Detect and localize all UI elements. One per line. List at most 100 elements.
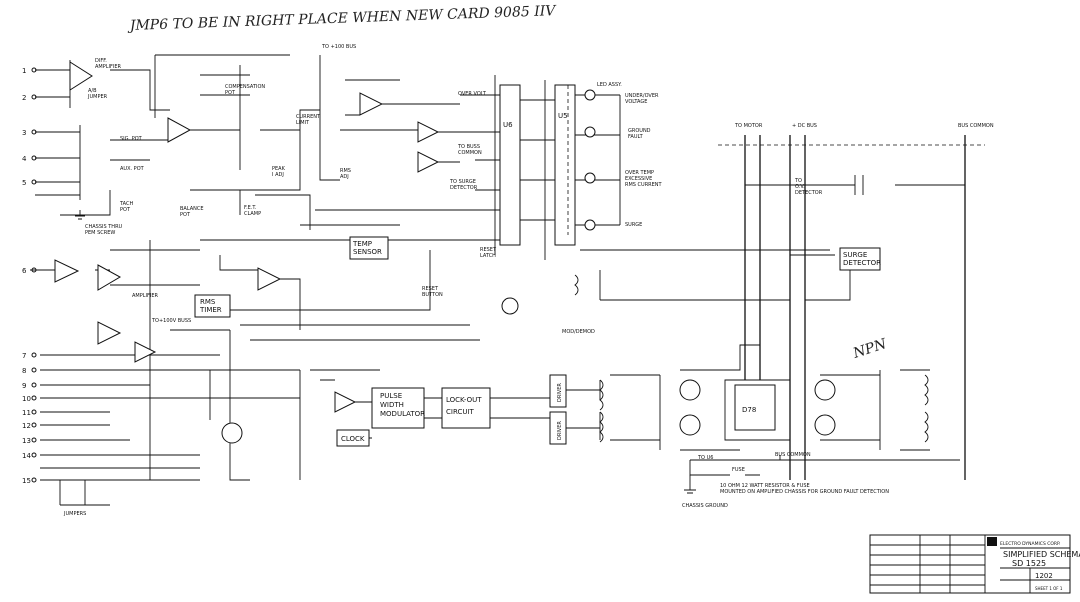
connector-terminal — [31, 422, 37, 428]
led-indicator — [584, 219, 596, 231]
label-to-u6: TO U6 — [697, 455, 713, 461]
label-dc-bus: + DC BUS — [792, 123, 817, 129]
connector-pin-2: 2 — [22, 94, 26, 102]
connector-terminal — [31, 477, 37, 483]
connector-terminal — [31, 437, 37, 443]
svg-text:D78: D78 — [742, 406, 756, 414]
connector-pin-6: 6 — [22, 267, 27, 275]
clock-label: CLOCK — [341, 435, 365, 443]
connector-pin-4: 4 — [22, 155, 27, 163]
connector-pin-15: 15 — [22, 477, 31, 485]
connector-terminal — [31, 367, 37, 373]
drive-wiring — [369, 344, 960, 494]
label-chassis-ground: CHASSIS GROUND — [682, 503, 728, 509]
surge-detector-block — [839, 247, 881, 271]
connector-terminal — [31, 452, 37, 458]
label-bus-common-bottom: BUS COMMON — [775, 452, 811, 458]
label-to-motor: TO MOTOR — [734, 123, 763, 129]
label-diff-amplifier: DIFF.AMPLIFIER — [95, 58, 122, 70]
label-mod-demod: MOD/DEMOD — [562, 329, 595, 335]
connector-pin-10: 10 — [22, 395, 31, 403]
connector-pin-9: 9 — [22, 382, 26, 390]
connector-pin-7: 7 — [22, 352, 26, 360]
connector-pin-3: 3 — [22, 129, 26, 137]
title-block: ELECTRO DYNAMICS CORP. SIMPLIFIED SCHEMA… — [869, 534, 1080, 594]
label-amplifier: AMPLIFIER — [132, 293, 159, 299]
op-amps — [54, 61, 440, 413]
connector-pin-1: 1 — [22, 67, 26, 75]
label-surge: SURGE — [625, 222, 642, 228]
driver-top-label: DRIVER — [557, 383, 563, 402]
title-company: ELECTRO DYNAMICS CORP. — [1000, 541, 1061, 547]
ic-u6 — [499, 84, 521, 246]
title-sheet: SHEET 1 OF 1 — [1035, 586, 1063, 591]
logic-ics: U6 U5 — [460, 75, 620, 260]
pwm-block — [371, 387, 425, 429]
connector-terminal — [31, 395, 37, 401]
label-jumpers: JUMPERS — [63, 511, 86, 517]
ic-u5 — [554, 84, 576, 246]
power-bus — [580, 135, 985, 480]
title-main: SIMPLIFIED SCHEMATIC — [1003, 550, 1080, 559]
transistors — [221, 297, 836, 444]
connector-pin-8: 8 — [22, 367, 26, 375]
label-sig-pot: SIG. POT — [120, 136, 143, 142]
rms-timer-block — [194, 294, 231, 318]
connector-terminal — [31, 409, 37, 415]
driver-bottom-label: DRIVER — [557, 421, 563, 440]
label-to-100v-buss: TO+100V BUSS — [151, 318, 191, 324]
handwritten-note-npn: NPN — [850, 336, 889, 362]
diode-d78: D78 — [734, 384, 776, 431]
ic-u5-label: U5 — [558, 112, 568, 120]
connector-pin-12: 12 — [22, 422, 31, 430]
transformers — [574, 274, 929, 443]
temp-sensor-block — [349, 236, 389, 260]
label-fuse: FUSE — [732, 467, 745, 473]
title-model: SD 1525 — [1012, 559, 1046, 568]
connector-pin-13: 13 — [22, 437, 31, 445]
ic-u6-label: U6 — [503, 121, 513, 129]
diff-amplifier-opamp — [69, 61, 93, 91]
led-indicator — [584, 126, 596, 138]
connector-pin-11: 11 — [22, 409, 31, 417]
connector-pin-14: 14 — [22, 452, 31, 460]
connector-pin-5: 5 — [22, 179, 26, 187]
compensation-section — [154, 54, 520, 403]
input-section — [30, 60, 301, 506]
handwritten-note-top: JMP6 TO BE IN RIGHT PLACE WHEN NEW CARD … — [127, 3, 558, 34]
title-number: 1202 — [1035, 572, 1053, 580]
label-fet-clamp: F.E.T.CLAMP — [244, 205, 261, 217]
label-to-100-bus: TO +100 BUS — [321, 44, 356, 50]
connector-terminal — [31, 352, 37, 358]
label-bus-common: BUS COMMON — [958, 123, 994, 129]
driver-top-block — [549, 374, 567, 408]
led-assembly — [567, 85, 621, 235]
led-indicator — [584, 172, 596, 184]
label-led-assy: LED ASSY. — [597, 82, 622, 88]
led-indicator — [584, 89, 596, 101]
label-over-volt: OVER VOLT — [458, 91, 487, 97]
